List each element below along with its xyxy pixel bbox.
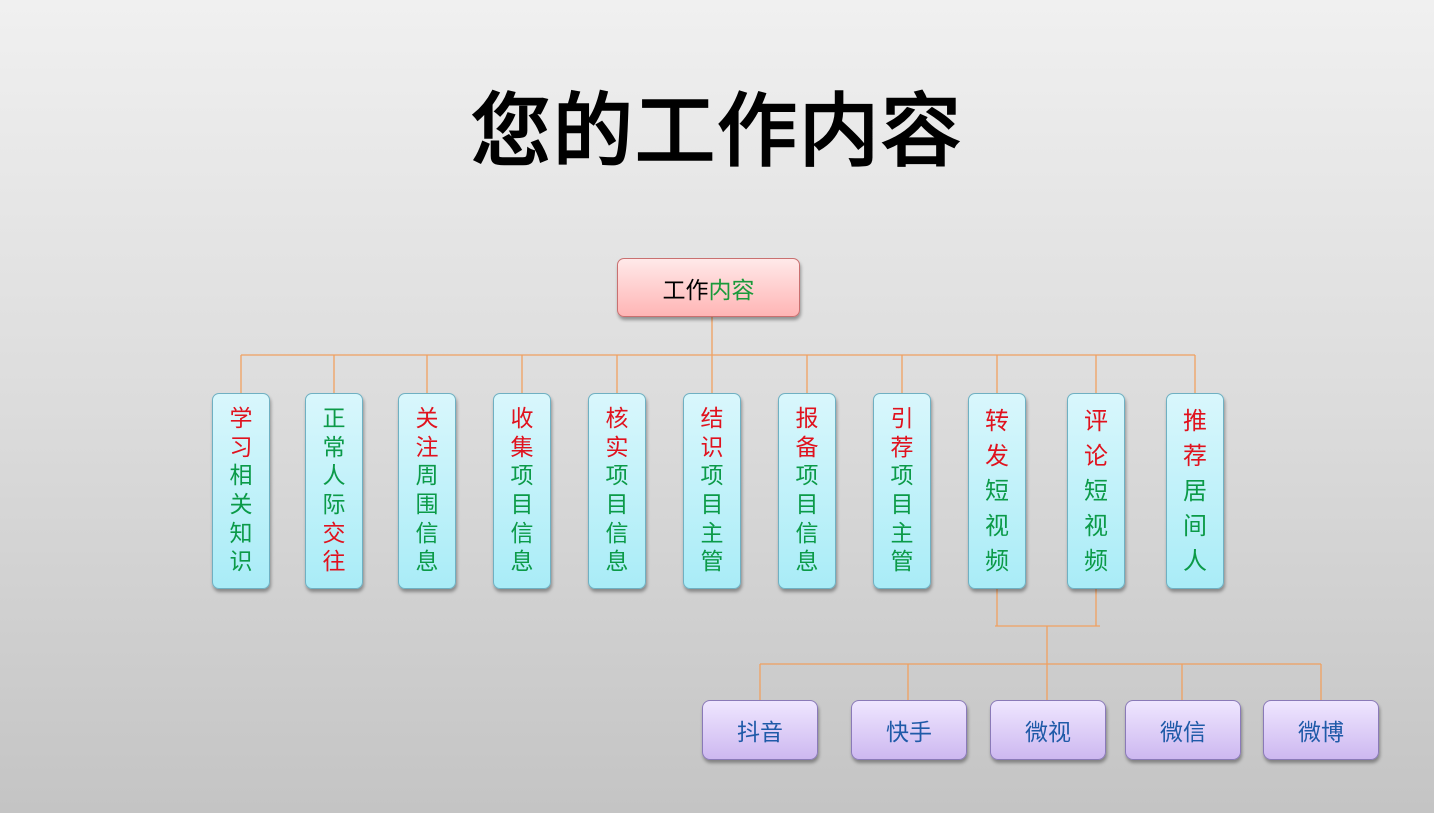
task-node-char: 短: [985, 476, 1009, 505]
task-node-char: 引: [890, 406, 914, 433]
task-node-char: 核: [605, 406, 629, 433]
task-node-char: 项: [700, 463, 724, 490]
task-node-char: 息: [795, 549, 819, 576]
task-node-char: 推: [1183, 406, 1207, 435]
task-node-char: 项: [890, 463, 914, 490]
task-node-forward[interactable]: 转发短视频: [968, 393, 1026, 589]
task-node-char: 间: [1183, 511, 1207, 540]
task-node-char: 注: [415, 434, 439, 461]
task-node-char: 识: [229, 549, 253, 576]
platform-node[interactable]: 快手: [851, 700, 967, 760]
task-node-comment[interactable]: 评论短视频: [1067, 393, 1125, 589]
task-node-char: 信: [415, 520, 439, 547]
task-node-char: 管: [700, 549, 724, 576]
platform-node[interactable]: 抖音: [702, 700, 818, 760]
root-node-work-content[interactable]: 工作内容: [617, 258, 800, 317]
task-node-char: 目: [510, 492, 534, 518]
task-node-verify[interactable]: 核实项目信息: [588, 393, 646, 589]
task-node-char: 周: [415, 463, 439, 490]
task-node-char: 习: [229, 434, 253, 461]
root-label-green: 内容: [708, 277, 755, 304]
task-node-char: 视: [1084, 511, 1108, 540]
task-node-char: 主: [890, 520, 914, 547]
task-node-char: 目: [890, 492, 914, 518]
task-node-char: 视: [985, 511, 1009, 540]
task-node-char: 实: [605, 434, 629, 461]
task-node-char: 识: [700, 434, 724, 461]
task-node-char: 围: [415, 492, 439, 518]
task-node-social[interactable]: 正常人际交往: [305, 393, 363, 589]
page-title: 您的工作内容: [471, 85, 963, 178]
task-node-char: 信: [510, 520, 534, 547]
task-node-char: 正: [322, 406, 346, 433]
task-node-char: 集: [510, 434, 534, 461]
task-node-recommend[interactable]: 推荐居间人: [1166, 393, 1224, 589]
task-node-collect[interactable]: 收集项目信息: [493, 393, 551, 589]
task-node-char: 目: [795, 492, 819, 518]
task-node-char: 项: [605, 463, 629, 490]
task-node-char: 相: [229, 463, 253, 490]
task-node-char: 往: [322, 549, 346, 576]
task-node-char: 信: [795, 520, 819, 547]
task-node-char: 信: [605, 520, 629, 547]
task-node-char: 报: [795, 406, 819, 433]
task-node-char: 项: [795, 463, 819, 490]
task-node-introduce[interactable]: 引荐项目主管: [873, 393, 931, 589]
task-node-char: 荐: [890, 434, 914, 461]
task-node-char: 项: [510, 463, 534, 490]
task-node-char: 居: [1183, 476, 1207, 505]
task-node-char: 关: [229, 492, 253, 518]
task-node-char: 评: [1084, 406, 1108, 435]
task-node-char: 息: [510, 549, 534, 576]
task-node-char: 管: [890, 549, 914, 576]
task-node-char: 荐: [1183, 441, 1207, 470]
task-node-report[interactable]: 报备项目信息: [778, 393, 836, 589]
task-node-char: 目: [700, 492, 724, 518]
task-node-char: 息: [415, 549, 439, 576]
task-node-char: 知: [229, 520, 253, 547]
task-node-char: 频: [985, 546, 1009, 575]
task-node-char: 结: [700, 406, 724, 433]
task-node-char: 学: [229, 406, 253, 433]
task-node-meet[interactable]: 结识项目主管: [683, 393, 741, 589]
task-node-learn[interactable]: 学习相关知识: [212, 393, 270, 589]
task-node-char: 备: [795, 434, 819, 461]
task-node-char: 转: [985, 406, 1009, 435]
task-node-char: 论: [1084, 441, 1108, 470]
root-label-black: 工作: [662, 277, 709, 304]
task-node-char: 人: [322, 463, 346, 490]
task-node-char: 发: [985, 441, 1009, 470]
platform-node[interactable]: 微信: [1125, 700, 1241, 760]
task-node-char: 收: [510, 406, 534, 433]
task-node-char: 频: [1084, 546, 1108, 575]
task-node-char: 主: [700, 520, 724, 547]
task-node-char: 目: [605, 492, 629, 518]
task-node-char: 常: [322, 434, 346, 461]
platform-node[interactable]: 微博: [1263, 700, 1379, 760]
task-node-char: 交: [322, 520, 346, 547]
task-node-char: 关: [415, 406, 439, 433]
task-node-char: 人: [1183, 546, 1207, 575]
task-node-char: 息: [605, 549, 629, 576]
platform-node[interactable]: 微视: [990, 700, 1106, 760]
task-node-surround[interactable]: 关注周围信息: [398, 393, 456, 589]
task-node-char: 际: [322, 492, 346, 518]
task-node-char: 短: [1084, 476, 1108, 505]
